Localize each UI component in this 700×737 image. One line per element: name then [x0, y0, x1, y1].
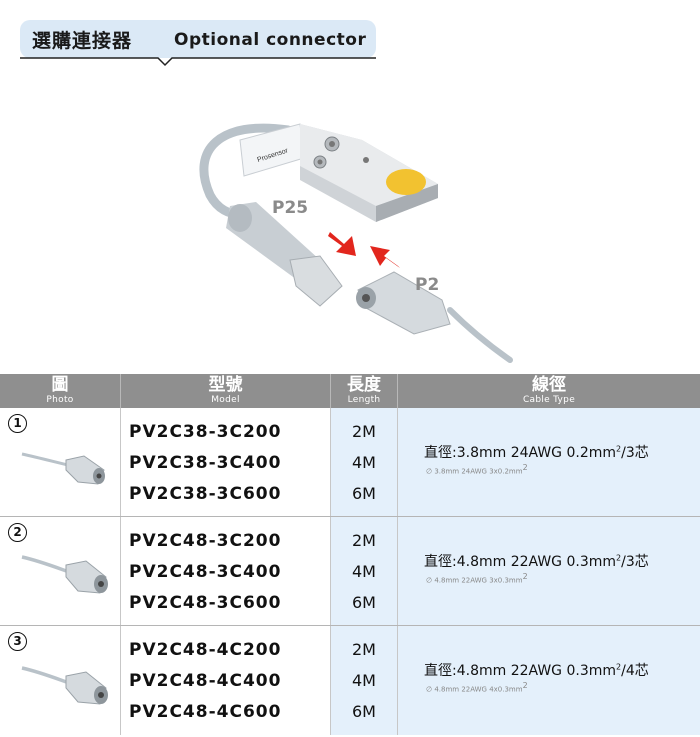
- title-banner: 選購連接器 Optional connector: [20, 20, 376, 58]
- cable-cell: 直徑:3.8mm 24AWG 0.2mm2/3芯 ∅ 3.8mm 24AWG 3…: [398, 408, 700, 517]
- header-photo-en: Photo: [46, 395, 74, 405]
- cable-spec: 直徑:3.8mm 24AWG 0.2mm2/3芯: [424, 444, 649, 461]
- model-cell: PV2C38-3C200 PV2C38-3C400 PV2C38-3C600: [121, 408, 330, 517]
- sensor-label-tag: Prosensor: [239, 123, 305, 177]
- model-number: PV2C48-3C600: [129, 593, 282, 613]
- length-cell: 2M 4M 6M: [331, 517, 397, 626]
- title-english: Optional connector: [174, 30, 367, 50]
- header-photo-zh: 圖: [51, 375, 69, 395]
- model-number: PV2C48-3C400: [129, 562, 282, 582]
- header-cable: 線徑 Cable Type: [398, 374, 700, 408]
- sensor-body: [300, 124, 438, 222]
- length-value: 6M: [352, 702, 376, 721]
- header-photo: 圖 Photo: [0, 374, 120, 408]
- header-divider: [397, 374, 398, 408]
- cable-spec-en: ∅ 4.8mm 22AWG 4x0.3mm2: [426, 681, 528, 694]
- length-value: 4M: [352, 562, 376, 581]
- header-length-zh: 長度: [347, 375, 381, 395]
- product-illustration: Prosensor: [180, 110, 520, 370]
- model-cell: PV2C48-4C200 PV2C48-4C400 PV2C48-4C600: [121, 626, 330, 735]
- model-number: PV2C48-4C400: [129, 671, 282, 691]
- photo-cell: 1: [0, 408, 120, 517]
- cable-cell: 直徑:4.8mm 22AWG 0.3mm2/4芯 ∅ 4.8mm 22AWG 4…: [398, 626, 700, 735]
- model-cell: PV2C48-3C200 PV2C48-3C400 PV2C48-3C600: [121, 517, 330, 626]
- row-divider: [0, 516, 700, 517]
- row-number: 2: [8, 523, 27, 542]
- length-value: 4M: [352, 671, 376, 690]
- header-divider: [330, 374, 331, 408]
- title-chinese: 選購連接器: [32, 30, 133, 52]
- header-cable-zh: 線徑: [532, 375, 566, 395]
- cable-connector-photo: [21, 666, 108, 705]
- label-p25: P25: [272, 198, 309, 218]
- cable-connector-photo: [21, 452, 105, 485]
- table-row: 1 PV2C38-3C200 PV2C38-3C400 PV2C38-3C600…: [0, 408, 700, 517]
- length-value: 2M: [352, 422, 376, 441]
- photo-cell: 3: [0, 626, 120, 735]
- length-value: 4M: [352, 453, 376, 472]
- header-model-zh: 型號: [208, 375, 243, 395]
- length-cell: 2M 4M 6M: [331, 408, 397, 517]
- table-row: 3 PV2C48-4C200 PV2C48-4C400 PV2C48-4C600…: [0, 626, 700, 735]
- cable-connector-photo: [21, 555, 108, 594]
- header-length-en: Length: [347, 395, 381, 405]
- length-value: 6M: [352, 484, 376, 503]
- title-underline: [20, 57, 376, 67]
- photo-cell: 2: [0, 517, 120, 626]
- model-number: PV2C48-4C600: [129, 702, 282, 722]
- red-arrows: [328, 232, 400, 268]
- header-model-en: Model: [211, 395, 240, 405]
- row-number: 3: [8, 632, 27, 651]
- cable-spec-en: ∅ 3.8mm 24AWG 3x0.2mm2: [426, 463, 528, 476]
- header-model: 型號 Model: [121, 374, 330, 408]
- row-number: 1: [8, 414, 27, 433]
- model-number: PV2C38-3C400: [129, 453, 282, 473]
- connector-table: 圖 Photo 型號 Model 長度 Length 線徑 Cable Type…: [0, 374, 700, 737]
- model-number: PV2C38-3C200: [129, 422, 282, 442]
- length-value: 2M: [352, 640, 376, 659]
- p2-connector: [356, 271, 513, 363]
- cable-spec: 直徑:4.8mm 22AWG 0.3mm2/4芯: [424, 662, 649, 679]
- length-value: 6M: [352, 593, 376, 612]
- model-number: PV2C48-3C200: [129, 531, 282, 551]
- row-divider: [0, 625, 700, 626]
- cable-spec: 直徑:4.8mm 22AWG 0.3mm2/3芯: [424, 553, 649, 570]
- header-length: 長度 Length: [331, 374, 397, 408]
- cable-spec-en: ∅ 4.8mm 22AWG 3x0.3mm2: [426, 572, 528, 585]
- p25-connector: [226, 202, 343, 307]
- length-value: 2M: [352, 531, 376, 550]
- table-row: 2 PV2C48-3C200 PV2C48-3C400 PV2C48-3C600…: [0, 517, 700, 626]
- model-number: PV2C38-3C600: [129, 484, 282, 504]
- length-cell: 2M 4M 6M: [331, 626, 397, 735]
- header-cable-en: Cable Type: [522, 395, 576, 405]
- model-number: PV2C48-4C200: [129, 640, 282, 660]
- cable-cell: 直徑:4.8mm 22AWG 0.3mm2/3芯 ∅ 4.8mm 22AWG 3…: [398, 517, 700, 626]
- sensor-connector-drawing: Prosensor: [199, 123, 513, 363]
- header-divider: [120, 374, 121, 408]
- label-p2: P2: [415, 275, 440, 295]
